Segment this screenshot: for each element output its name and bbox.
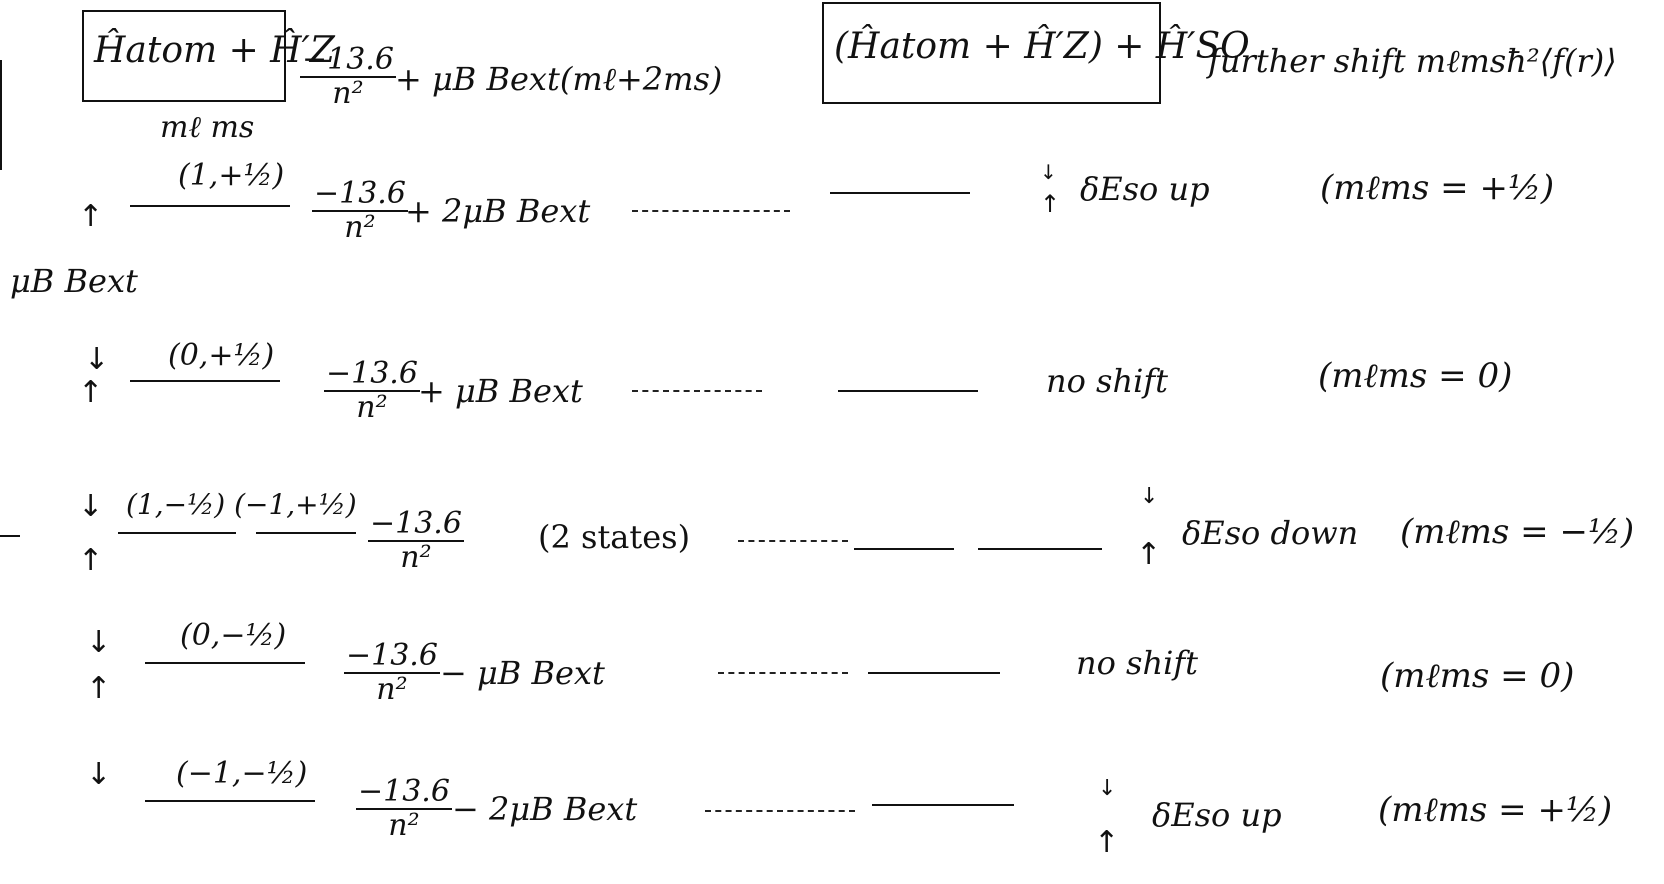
level-4-so-line: [868, 672, 1000, 674]
ml-ms-sub-label: mℓ ms: [160, 110, 255, 145]
level-1-energy-tail: + 2μB Bext: [405, 192, 591, 230]
level-3-shift-note: δEso down: [1182, 514, 1359, 552]
level-5-condition: (mℓms = +½): [1378, 790, 1613, 830]
left-edge-mark: [0, 60, 2, 170]
level-4-shift-note: no shift: [1076, 644, 1199, 682]
level-3-line-b: [256, 532, 356, 534]
level-3-so-line-b: [978, 548, 1102, 550]
level-5-energy-tail: − 2μB Bext: [452, 790, 638, 828]
level-4-condition: (mℓms = 0): [1380, 656, 1575, 696]
level-2-condition: (mℓms = 0): [1318, 356, 1513, 396]
left-hamiltonian-box: [82, 10, 286, 102]
up-arrow-icon: ↑: [86, 671, 112, 706]
level-1-condition: (mℓms = +½): [1320, 168, 1555, 208]
level-5-connector: [705, 810, 855, 812]
level-3-energy-tail: (2 states): [538, 518, 691, 556]
level-5-states: (−1,−½): [176, 756, 308, 791]
down-arrow-icon: ↓: [84, 342, 110, 377]
down-arrow-icon: ↓: [1140, 484, 1159, 509]
level-3-states: (1,−½) (−1,+½): [126, 488, 357, 521]
level-3-condition: (mℓms = −½): [1400, 512, 1635, 552]
up-arrow-icon: ↑: [78, 543, 104, 578]
level-5-shift-note: δEso up: [1152, 796, 1282, 834]
level-2-connector: [632, 390, 762, 392]
header-energy-expression: + μB Bext(mℓ+2ms): [395, 60, 723, 98]
level-2-energy-tail: + μB Bext: [418, 372, 583, 410]
level-3-line-a: [118, 532, 236, 534]
level-5-line: [145, 800, 315, 802]
further-shift-note: further shift mℓmsħ²⟨f(r)⟩: [1208, 42, 1617, 80]
down-arrow-icon: ↓: [78, 489, 104, 524]
level-1-line: [130, 205, 290, 207]
level-2-states: (0,+½): [168, 338, 275, 373]
left-hamiltonian-label: Ĥatom + Ĥ′Z: [94, 30, 335, 71]
level-5-so-line: [872, 804, 1014, 806]
up-arrow-icon: ↑: [1136, 537, 1162, 572]
down-arrow-icon: ↓: [1040, 160, 1057, 184]
level-1-shift-note: δEso up: [1080, 170, 1210, 208]
up-arrow-icon: ↑: [78, 199, 104, 234]
level-4-states: (0,−½): [180, 618, 287, 653]
level-3-so-line-a: [854, 548, 954, 550]
down-arrow-icon: ↓: [86, 625, 112, 660]
level-2-so-line: [838, 390, 978, 392]
left-edge-dash: [0, 535, 20, 537]
muB-Bext-side-label: μB Bext: [10, 262, 138, 300]
level-4-energy-tail: − μB Bext: [440, 654, 605, 692]
up-arrow-icon: ↑: [78, 375, 104, 410]
level-1-states: (1,+½): [178, 158, 285, 193]
right-hamiltonian-box: [822, 2, 1161, 104]
level-1-connector: [632, 210, 790, 212]
level-4-line: [145, 662, 305, 664]
level-4-connector: [718, 672, 848, 674]
level-1-so-line: [830, 192, 970, 194]
level-2-shift-note: no shift: [1046, 362, 1169, 400]
level-2-line: [130, 380, 280, 382]
down-arrow-icon: ↓: [1098, 776, 1117, 801]
level-3-connector: [738, 540, 848, 542]
up-arrow-icon: ↑: [1094, 825, 1120, 860]
right-hamiltonian-label: (Ĥatom + Ĥ′Z) + Ĥ′SO: [834, 26, 1250, 67]
down-arrow-icon: ↓: [86, 757, 112, 792]
up-arrow-icon: ↑: [1040, 190, 1061, 218]
